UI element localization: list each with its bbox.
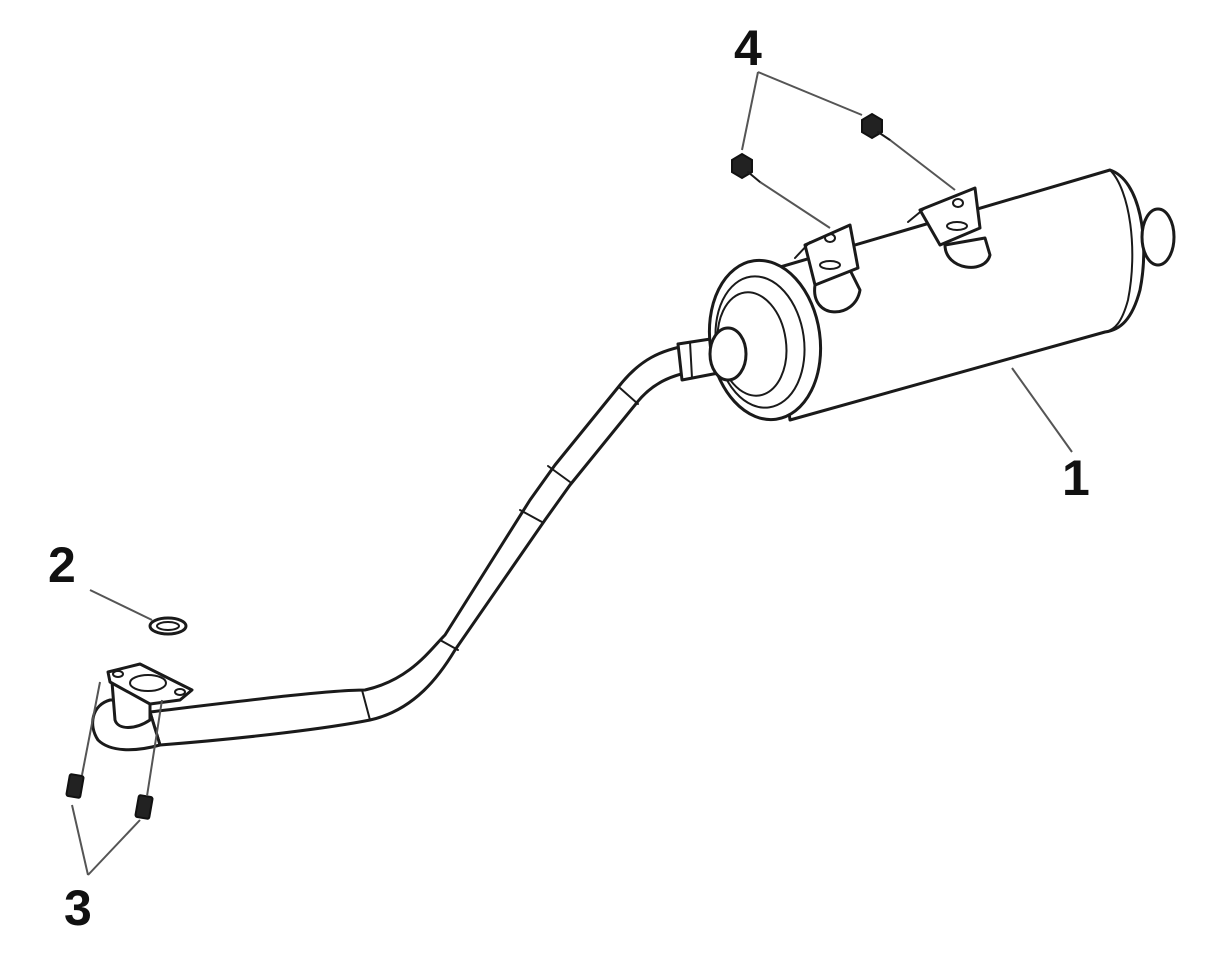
leader-3b <box>87 819 141 876</box>
callout-label-2: 2 <box>48 537 76 593</box>
callout-label-1: 1 <box>1062 450 1090 506</box>
callout-label-4: 4 <box>734 20 762 76</box>
exhaust-pipe <box>148 343 694 747</box>
leader-1 <box>1011 367 1073 453</box>
leader-4c <box>759 181 831 229</box>
stud-guide-right <box>146 699 163 797</box>
pipe-flange-elbow <box>91 662 194 752</box>
nut-right <box>134 794 154 820</box>
stud-guide-left <box>81 681 101 776</box>
bolt-right <box>861 112 891 141</box>
leader-2 <box>89 589 153 621</box>
leader-4b <box>757 71 863 116</box>
leader-3a <box>71 804 89 876</box>
muffler <box>707 168 1176 422</box>
bolt-left <box>731 152 761 183</box>
leader-4d <box>889 139 956 191</box>
mounting-bracket-rear <box>907 186 992 269</box>
mounting-bracket-front <box>794 223 862 314</box>
nut-left <box>65 773 85 799</box>
leader-4a <box>741 71 759 151</box>
callout-label-3: 3 <box>64 880 92 936</box>
gasket <box>148 616 188 636</box>
